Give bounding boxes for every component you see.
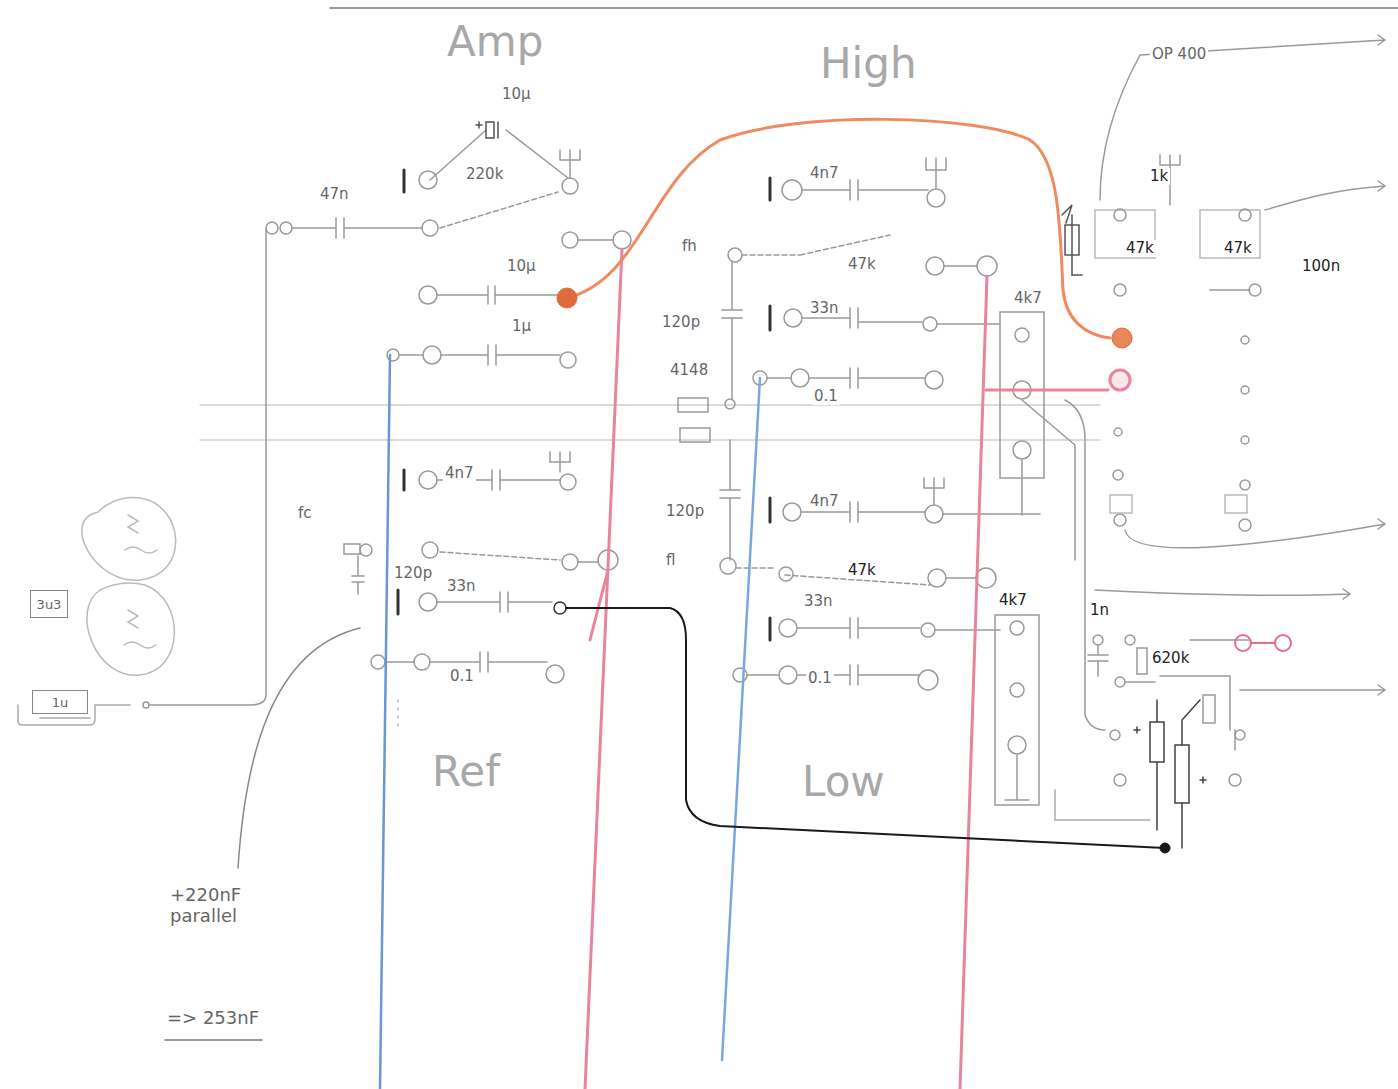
part-value: 10µ [505, 258, 538, 275]
section-heading: Amp [445, 18, 545, 66]
part-value: 33n [808, 300, 841, 317]
part-value: 620k [1150, 650, 1191, 667]
part-value: fl [664, 552, 677, 569]
component-value: 3u3 [37, 597, 62, 612]
section-heading: Low [800, 758, 887, 806]
component-box: 1u [32, 690, 88, 714]
section-heading: Ref [430, 748, 502, 796]
part-value: 4n7 [808, 165, 841, 182]
part-value: 4n7 [443, 465, 476, 482]
part-value: 1k [1148, 168, 1170, 185]
part-value: OP 400 [1150, 46, 1208, 63]
part-value: 220k [464, 166, 505, 183]
part-value: 0.1 [806, 670, 834, 687]
part-value: 100n [1300, 258, 1342, 275]
part-value: 4k7 [1012, 290, 1044, 307]
part-value: 120p [660, 314, 702, 331]
part-value: => 253nF [165, 1008, 261, 1029]
part-value: 120p [664, 503, 706, 520]
part-value: 4n7 [808, 493, 841, 510]
part-value: 120p [392, 565, 434, 582]
part-value: 4k7 [997, 592, 1029, 609]
part-value: 33n [802, 593, 835, 610]
part-value: 47k [846, 562, 878, 579]
part-value: 0.1 [812, 388, 840, 405]
part-value: 1n [1088, 602, 1111, 619]
part-value: 1µ [510, 318, 533, 335]
part-value: 47n [318, 186, 351, 203]
part-value: 0.1 [448, 668, 476, 685]
part-value: +220nF parallel [168, 885, 282, 926]
part-value: 33n [445, 578, 478, 595]
part-value: 10µ [500, 86, 533, 103]
part-value: 4148 [668, 362, 710, 379]
part-value: 47k [846, 256, 878, 273]
part-value: fc [296, 505, 314, 522]
component-box: 3u3 [30, 590, 68, 618]
section-heading: High [818, 40, 919, 88]
part-value: fh [680, 238, 699, 255]
component-value: 1u [52, 695, 69, 710]
part-value: 47k [1222, 240, 1254, 257]
part-value: 47k [1124, 240, 1156, 257]
